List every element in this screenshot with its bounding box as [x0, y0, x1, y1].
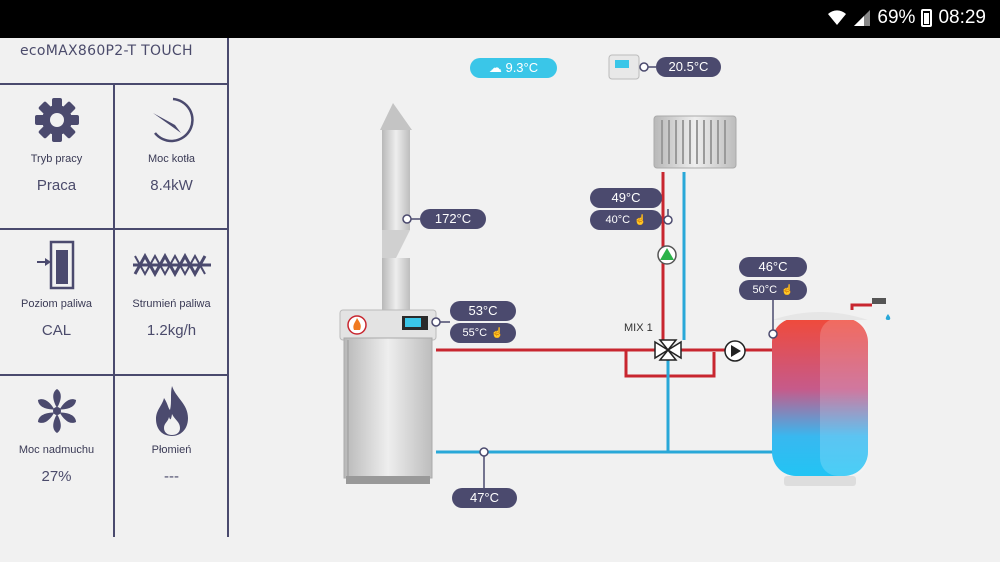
- tank-temp-badge[interactable]: 46°C: [739, 257, 807, 277]
- circuit-temp: 49°C: [611, 190, 641, 205]
- controller-title: ecoMAX860P2-T TOUCH: [20, 43, 193, 59]
- tile-fuel-stream[interactable]: Strumień paliwa 1.2kg/h: [115, 230, 228, 374]
- battery-percent: 69%: [877, 7, 916, 28]
- boiler: [339, 309, 437, 484]
- return-temp-badge[interactable]: 47°C: [452, 488, 517, 508]
- tile-operating-mode[interactable]: Tryb pracy Praca: [0, 85, 113, 229]
- mixing-valve-icon: [654, 339, 682, 361]
- tile-value: CAL: [41, 322, 72, 339]
- status-bar: 69% 08:29: [0, 0, 1000, 38]
- radiator: [653, 115, 737, 169]
- boiler-temp: 53°C: [468, 303, 498, 318]
- room-thermostat: [608, 54, 640, 80]
- circuit-temp-badge[interactable]: 49°C: [590, 188, 662, 208]
- divider: [113, 85, 115, 537]
- gear-icon: [34, 98, 79, 142]
- battery-icon: [921, 9, 933, 27]
- mixer-label: MIX 1: [624, 322, 653, 334]
- tile-label: Poziom paliwa: [21, 298, 92, 310]
- clock: 08:29: [938, 7, 986, 28]
- tile-label: Płomień: [151, 444, 192, 456]
- boiler-temp-badge[interactable]: 53°C: [450, 301, 516, 321]
- tile-value: Praca: [36, 177, 77, 194]
- fan-icon: [37, 389, 76, 433]
- tile-label: Strumień paliwa: [132, 298, 211, 310]
- hand-icon: ☝: [781, 285, 794, 296]
- wifi-icon: [828, 10, 847, 25]
- boiler-setpoint: 55°C: [462, 327, 488, 339]
- auger-icon: [132, 252, 211, 278]
- tile-value: 1.2kg/h: [146, 322, 197, 339]
- flame-icon: [155, 386, 188, 436]
- tile-flame[interactable]: Płomień ---: [115, 376, 228, 520]
- hand-icon: ☝: [634, 215, 647, 226]
- cloud-icon: ☁: [488, 60, 502, 75]
- room-temp-badge[interactable]: 20.5°C: [656, 57, 721, 77]
- flue-temp-badge[interactable]: 172°C: [420, 209, 486, 229]
- tank-setpoint-badge[interactable]: 50°C☝: [739, 280, 807, 300]
- tile-label: Moc nadmuchu: [18, 444, 95, 456]
- outdoor-temp: 9.3°C: [505, 60, 539, 75]
- boiler-setpoint-badge[interactable]: 55°C☝: [450, 323, 516, 343]
- chimney: [380, 103, 412, 310]
- tank-temp: 46°C: [758, 259, 788, 274]
- circuit-setpoint-badge[interactable]: 40°C☝: [590, 210, 662, 230]
- outdoor-temp-badge[interactable]: ☁ 9.3°C: [470, 58, 557, 78]
- return-temp: 47°C: [469, 490, 500, 505]
- room-temp: 20.5°C: [668, 59, 709, 74]
- tile-value: 8.4kW: [150, 177, 193, 194]
- sensor-connectors: [402, 62, 778, 488]
- tile-value: 27%: [41, 468, 72, 485]
- hand-icon: ☝: [491, 328, 504, 339]
- circuit-setpoint: 40°C: [605, 214, 631, 226]
- tile-fuel-level[interactable]: Poziom paliwa CAL: [0, 230, 113, 374]
- controller-panel: ecoMAX860P2-T TOUCH: [0, 38, 229, 537]
- circuit-pump-icon: [657, 245, 677, 265]
- fuel-hopper-icon: [36, 240, 74, 290]
- tank-setpoint: 50°C: [752, 284, 778, 296]
- tile-label: Tryb pracy: [30, 153, 83, 165]
- tile-value: ---: [164, 468, 179, 485]
- dhw-pump-icon: [724, 340, 746, 362]
- flue-temp: 172°C: [434, 211, 472, 226]
- hot-water-tank: [772, 298, 891, 486]
- tile-fan-power[interactable]: Moc nadmuchu 27%: [0, 376, 113, 520]
- return-pipes: [436, 172, 780, 454]
- signal-icon: [854, 10, 871, 26]
- gauge-icon: [152, 97, 194, 143]
- tile-boiler-power[interactable]: Moc kotła 8.4kW: [115, 85, 228, 229]
- divider: [0, 83, 229, 85]
- tile-label: Moc kotła: [147, 153, 196, 165]
